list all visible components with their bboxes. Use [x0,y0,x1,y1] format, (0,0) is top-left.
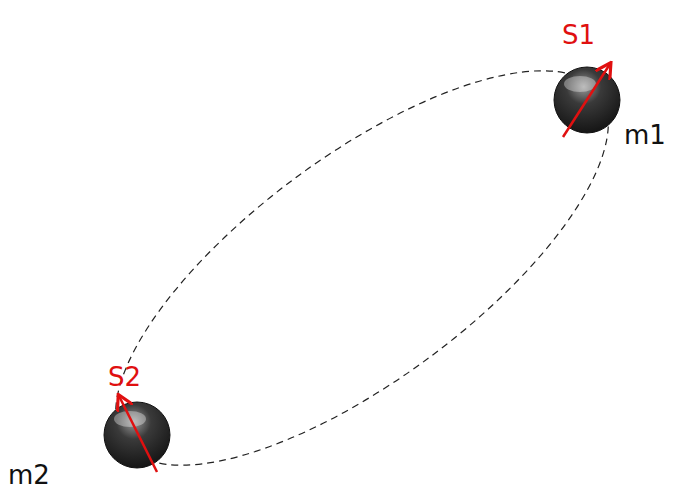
spin-label: S2 [108,364,141,390]
mass-label: m1 [624,122,666,148]
orbit-ellipse [58,2,666,499]
mass-label: m2 [8,462,50,488]
mass-two-sphere [104,402,170,468]
spin-arrow [119,396,157,472]
spin-label: S1 [562,22,595,48]
spin-arrow [563,64,610,137]
